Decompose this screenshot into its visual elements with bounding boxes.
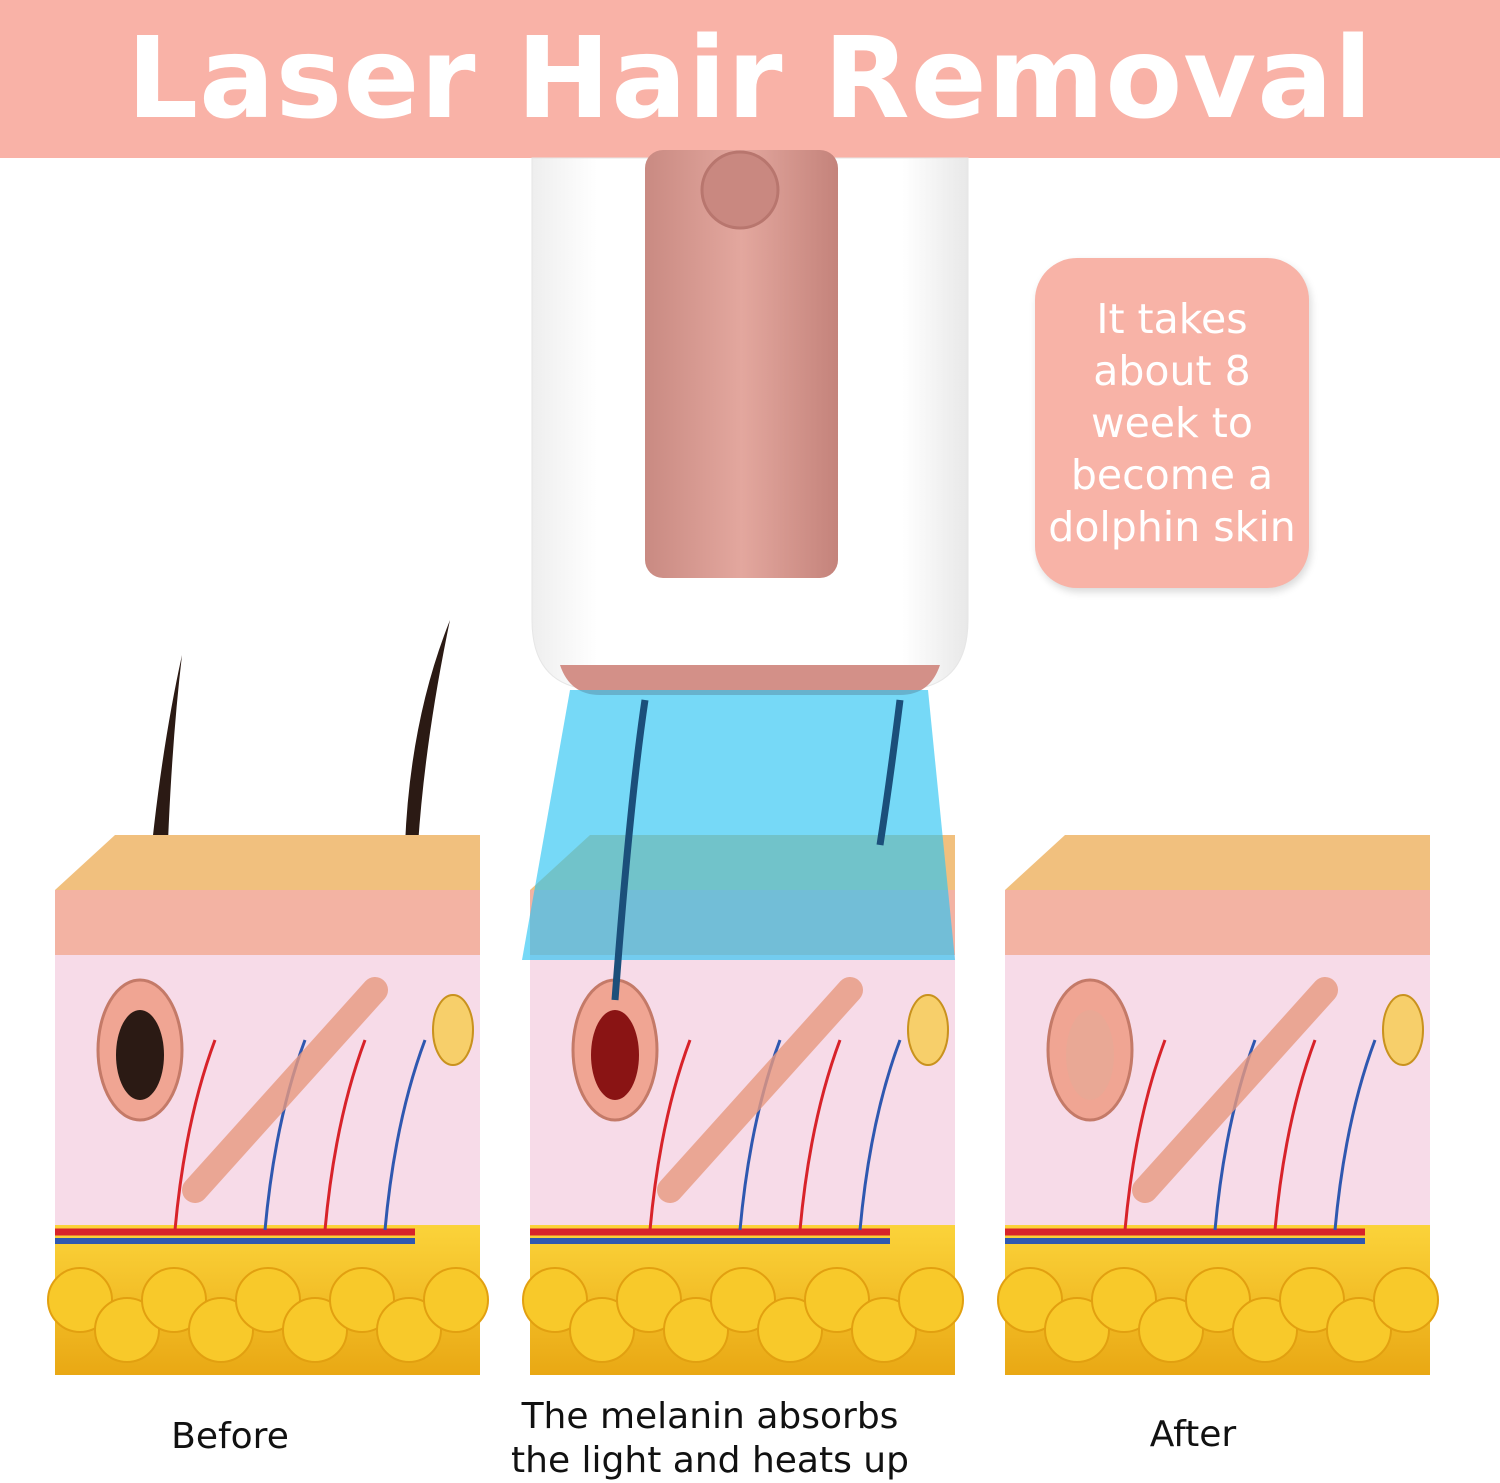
laser-device	[531, 150, 969, 695]
callout-line: It takes	[1096, 295, 1248, 343]
label-after: After	[1149, 1414, 1237, 1455]
hair-follicle	[591, 1010, 639, 1100]
callout-line: become a	[1070, 451, 1274, 499]
hair-before-2	[405, 620, 450, 845]
hair-follicle	[1066, 1010, 1114, 1100]
power-button-icon	[700, 150, 780, 230]
hair-follicle	[116, 1010, 164, 1100]
label-during-line1: The melanin absorbs	[521, 1396, 899, 1437]
skin-block-before	[47, 835, 489, 1375]
title-banner: Laser Hair Removal	[0, 0, 1500, 158]
label-before: Before	[171, 1416, 289, 1457]
light-beam	[522, 690, 955, 960]
device-panel	[645, 150, 838, 578]
info-callout: It takes about 8 week to become a dolphi…	[1035, 258, 1309, 588]
callout-line: about 8	[1093, 347, 1251, 395]
page-title: Laser Hair Removal	[126, 14, 1374, 144]
callout-line: dolphin skin	[1048, 503, 1296, 551]
callout-line: week to	[1091, 399, 1253, 447]
skin-block-after	[997, 835, 1439, 1375]
label-during: The melanin absorbs the light and heats …	[480, 1395, 940, 1483]
label-during-line2: the light and heats up	[511, 1440, 909, 1481]
